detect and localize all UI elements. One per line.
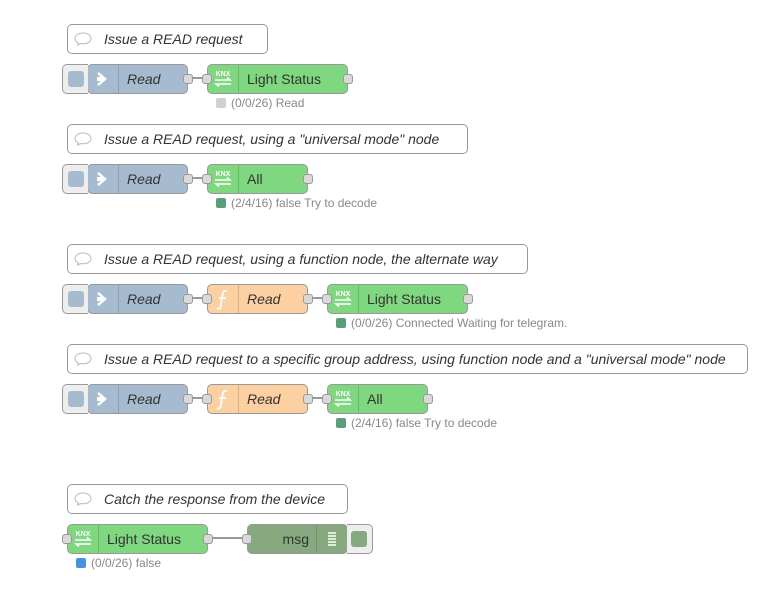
knx-exchange-icon: KNX bbox=[328, 285, 359, 313]
list-lines-icon bbox=[316, 525, 347, 553]
status-text: (2/4/16) false Try to decode bbox=[351, 416, 498, 430]
output-port[interactable] bbox=[303, 174, 313, 184]
node-status: (0/0/26) Read bbox=[216, 96, 304, 110]
node-label: Light Status bbox=[367, 291, 441, 307]
output-port[interactable] bbox=[303, 394, 313, 404]
input-port[interactable] bbox=[202, 174, 212, 184]
node-label: All bbox=[247, 171, 263, 187]
knx-device-node[interactable]: KNX Light Status bbox=[62, 524, 213, 554]
input-port[interactable] bbox=[202, 394, 212, 404]
comment-node[interactable]: Issue a READ request, using a function n… bbox=[67, 244, 528, 274]
inject-trigger-button[interactable] bbox=[62, 164, 88, 194]
speech-bubble-icon bbox=[68, 252, 98, 266]
status-indicator bbox=[336, 418, 346, 428]
status-text: (2/4/16) false Try to decode bbox=[231, 196, 378, 210]
speech-bubble-icon bbox=[68, 352, 98, 366]
output-port[interactable] bbox=[423, 394, 433, 404]
function-f-icon bbox=[208, 385, 239, 413]
node-label: Read bbox=[247, 291, 281, 307]
inject-trigger-button[interactable] bbox=[62, 284, 88, 314]
output-port[interactable] bbox=[463, 294, 473, 304]
status-text: (0/0/26) Connected Waiting for telegram. bbox=[351, 316, 568, 330]
knx-exchange-icon: KNX bbox=[208, 165, 239, 193]
function-node[interactable]: Read bbox=[202, 284, 313, 314]
output-port[interactable] bbox=[183, 174, 193, 184]
knx-exchange-icon: KNX bbox=[68, 525, 99, 553]
status-text: (0/0/26) false bbox=[91, 556, 162, 570]
knx-device-node[interactable]: KNX All bbox=[322, 384, 433, 414]
output-port[interactable] bbox=[183, 394, 193, 404]
status-text: (0/0/26) Read bbox=[231, 96, 305, 110]
input-port[interactable] bbox=[322, 294, 332, 304]
debug-toggle-button[interactable] bbox=[347, 524, 373, 554]
node-label: Read bbox=[127, 71, 161, 87]
input-port[interactable] bbox=[202, 294, 212, 304]
status-indicator bbox=[336, 318, 346, 328]
input-port[interactable] bbox=[202, 74, 212, 84]
arrow-right-icon bbox=[88, 285, 119, 313]
input-port[interactable] bbox=[322, 394, 332, 404]
knx-exchange-icon: KNX bbox=[208, 65, 239, 93]
node-status: (2/4/16) false Try to decode bbox=[336, 416, 497, 430]
svg-text:KNX: KNX bbox=[76, 531, 91, 538]
output-port[interactable] bbox=[183, 294, 193, 304]
node-label: Light Status bbox=[107, 531, 181, 547]
node-status: (0/0/26) Connected Waiting for telegram. bbox=[336, 316, 567, 330]
node-label: Read bbox=[247, 391, 281, 407]
node-label: Read bbox=[127, 291, 161, 307]
arrow-right-icon bbox=[88, 65, 119, 93]
inject-trigger-button[interactable] bbox=[62, 384, 88, 414]
comment-node[interactable]: Catch the response from the device bbox=[67, 484, 348, 514]
input-port[interactable] bbox=[242, 534, 252, 544]
inject-node[interactable]: Read bbox=[62, 284, 193, 314]
output-port[interactable] bbox=[203, 534, 213, 544]
node-label: Read bbox=[127, 171, 161, 187]
node-label: msg bbox=[282, 531, 309, 547]
knx-device-node[interactable]: KNX Light Status bbox=[202, 64, 353, 94]
arrow-right-icon bbox=[88, 165, 119, 193]
input-port[interactable] bbox=[62, 534, 72, 544]
debug-node[interactable]: msg bbox=[242, 524, 373, 554]
node-label: Read bbox=[127, 391, 161, 407]
comment-text: Issue a READ request, using a "universal… bbox=[104, 131, 440, 147]
function-f-icon bbox=[208, 285, 239, 313]
status-indicator bbox=[76, 558, 86, 568]
inject-node[interactable]: Read bbox=[62, 64, 193, 94]
status-indicator bbox=[216, 98, 226, 108]
knx-exchange-icon: KNX bbox=[328, 385, 359, 413]
comment-node[interactable]: Issue a READ request bbox=[67, 24, 268, 54]
speech-bubble-icon bbox=[68, 132, 98, 146]
arrow-right-icon bbox=[88, 385, 119, 413]
node-status: (2/4/16) false Try to decode bbox=[216, 196, 377, 210]
speech-bubble-icon bbox=[68, 492, 98, 506]
svg-text:KNX: KNX bbox=[216, 171, 231, 178]
output-port[interactable] bbox=[343, 74, 353, 84]
status-indicator bbox=[216, 198, 226, 208]
function-node[interactable]: Read bbox=[202, 384, 313, 414]
comment-text: Catch the response from the device bbox=[104, 491, 326, 507]
output-port[interactable] bbox=[303, 294, 313, 304]
svg-text:KNX: KNX bbox=[336, 291, 351, 298]
inject-trigger-button[interactable] bbox=[62, 64, 88, 94]
node-label: All bbox=[367, 391, 383, 407]
inject-node[interactable]: Read bbox=[62, 164, 193, 194]
comment-text: Issue a READ request, using a function n… bbox=[104, 251, 498, 267]
output-port[interactable] bbox=[183, 74, 193, 84]
svg-text:KNX: KNX bbox=[336, 391, 351, 398]
knx-device-node[interactable]: KNX Light Status bbox=[322, 284, 473, 314]
speech-bubble-icon bbox=[68, 32, 98, 46]
comment-text: Issue a READ request to a specific group… bbox=[104, 351, 726, 367]
comment-text: Issue a READ request bbox=[104, 31, 243, 47]
node-status: (0/0/26) false bbox=[76, 556, 161, 570]
comment-node[interactable]: Issue a READ request to a specific group… bbox=[67, 344, 748, 374]
node-label: Light Status bbox=[247, 71, 321, 87]
knx-device-node[interactable]: KNX All bbox=[202, 164, 313, 194]
svg-text:KNX: KNX bbox=[216, 71, 231, 78]
inject-node[interactable]: Read bbox=[62, 384, 193, 414]
comment-node[interactable]: Issue a READ request, using a "universal… bbox=[67, 124, 468, 154]
